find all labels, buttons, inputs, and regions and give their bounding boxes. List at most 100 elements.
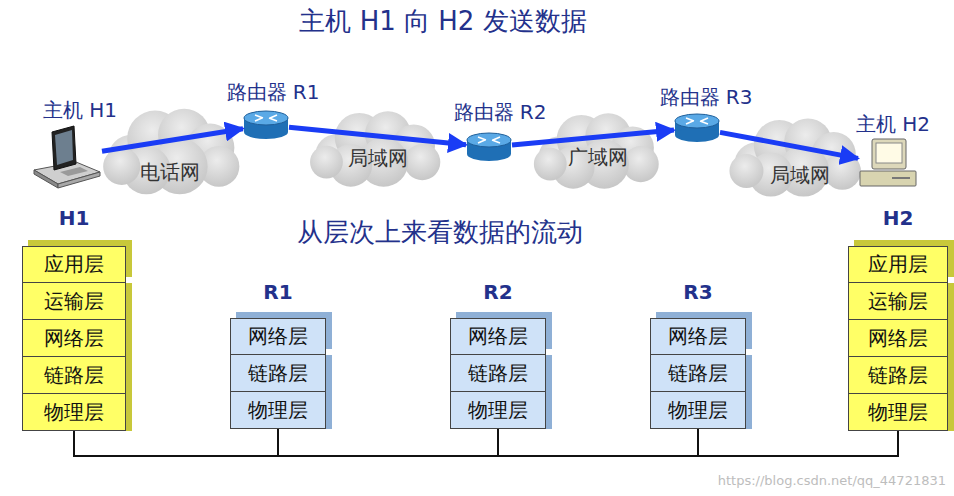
- layer-label: 链路层: [468, 360, 528, 387]
- layer-box: 链路层: [22, 357, 126, 394]
- router-top: [467, 133, 511, 147]
- cloud-puff: [729, 154, 763, 188]
- layer-box: 网络层: [230, 318, 326, 355]
- layer-box: 物理层: [848, 394, 948, 431]
- router-icon: 路由器 R3: [674, 113, 720, 143]
- protocol-stack: R1 网络层链路层物理层: [230, 278, 326, 429]
- layer-label: 链路层: [44, 362, 104, 389]
- protocol-stack: H2 应用层运输层网络层链路层物理层: [848, 204, 948, 431]
- computer-base: [860, 171, 916, 186]
- laptop-edge: [58, 172, 100, 188]
- layer-box: 运输层: [848, 283, 948, 320]
- layer-label: 网络层: [868, 325, 928, 352]
- network-cloud-shape: [100, 105, 245, 198]
- router-icon-shape: [466, 132, 512, 162]
- host-label: 主机 H2: [856, 112, 930, 136]
- protocol-stack: R3 网络层链路层物理层: [650, 278, 746, 429]
- layer-box: 链路层: [450, 355, 546, 392]
- router-arrows: [478, 137, 500, 143]
- layer-label: 网络层: [248, 323, 308, 350]
- host-laptop: 主机 H1: [30, 126, 102, 188]
- layer-box: 应用层: [22, 246, 126, 283]
- layer-label: 链路层: [868, 362, 928, 389]
- layer-box: 应用层: [848, 246, 948, 283]
- stack-label: R1: [230, 278, 326, 318]
- layer-box: 运输层: [22, 283, 126, 320]
- network-cloud: 局域网: [305, 108, 448, 190]
- diagram-title: 主机 H1 向 H2 发送数据: [299, 4, 586, 39]
- router-top: [675, 114, 719, 128]
- layer-box: 物理层: [230, 392, 326, 429]
- physical-link: [498, 429, 698, 456]
- layer-label: 链路层: [248, 360, 308, 387]
- network-cloud: 广域网: [530, 110, 665, 192]
- layer-box: 物理层: [450, 392, 546, 429]
- stack-label: R3: [650, 278, 746, 318]
- physical-link: [698, 429, 898, 456]
- router-label: 路由器 R3: [660, 85, 753, 109]
- layer-label: 物理层: [668, 397, 728, 424]
- physical-link: [278, 429, 498, 456]
- layer-label: 运输层: [44, 288, 104, 315]
- layer-label: 物理层: [44, 399, 104, 426]
- layer-label: 运输层: [868, 288, 928, 315]
- laptop-screen: [55, 130, 73, 165]
- layer-label: 链路层: [668, 360, 728, 387]
- protocol-stack: H1 应用层运输层网络层链路层物理层: [22, 204, 126, 431]
- host-laptop-shape: [30, 126, 102, 188]
- router-icon: 路由器 R2: [466, 132, 512, 162]
- network-cloud-shape: [725, 115, 868, 200]
- layer-label: 应用层: [44, 251, 104, 278]
- section-heading-wrap: 从层次上来看数据的流动: [0, 215, 880, 250]
- watermark-wrap: https://blog.csdn.net/qq_44721831: [600, 470, 946, 489]
- network-label: 广域网: [568, 145, 628, 169]
- layer-label: 网络层: [44, 325, 104, 352]
- stack-label: R2: [450, 278, 546, 318]
- laptop-screen-frame: [52, 126, 76, 170]
- network-cloud: 电话网: [100, 105, 245, 198]
- cloud-puff: [310, 146, 343, 179]
- host-label: 主机 H1: [43, 98, 117, 122]
- router-label: 路由器 R2: [454, 100, 547, 124]
- layer-label: 物理层: [248, 397, 308, 424]
- cloud-puff: [404, 144, 440, 180]
- laptop-keyboard: [60, 167, 88, 176]
- router-body: [244, 125, 288, 139]
- layer-box: 网络层: [22, 320, 126, 357]
- cloud-puff: [534, 148, 567, 181]
- laptop-edge: [34, 170, 58, 188]
- router-label: 路由器 R1: [227, 80, 320, 104]
- layer-box: 网络层: [650, 318, 746, 355]
- router-icon-shape: [674, 113, 720, 143]
- router-body: [467, 147, 511, 161]
- network-label: 电话网: [140, 160, 200, 184]
- layer-box: 物理层: [22, 394, 126, 431]
- monitor-screen: [876, 143, 902, 163]
- layer-box: 物理层: [650, 392, 746, 429]
- router-arrows: [686, 118, 708, 124]
- router-arrows: [255, 115, 277, 121]
- section-heading: 从层次上来看数据的流动: [297, 215, 583, 250]
- layer-label: 应用层: [868, 251, 928, 278]
- layer-box: 链路层: [230, 355, 326, 392]
- layer-label: 物理层: [868, 399, 928, 426]
- router-top: [244, 111, 288, 125]
- stack-label: H1: [22, 204, 126, 246]
- layer-box: 链路层: [650, 355, 746, 392]
- monitor: [872, 139, 906, 169]
- drive-slot: [892, 177, 910, 179]
- network-cloud: 局域网: [725, 115, 868, 200]
- watermark: https://blog.csdn.net/qq_44721831: [718, 473, 946, 488]
- network-label: 局域网: [348, 146, 408, 170]
- router-icon-shape: [243, 110, 289, 140]
- layer-label: 网络层: [668, 323, 728, 350]
- layer-label: 网络层: [468, 323, 528, 350]
- router-body: [675, 128, 719, 142]
- network-label: 局域网: [770, 163, 830, 187]
- router-icon: 路由器 R1: [243, 110, 289, 140]
- layer-box: 网络层: [848, 320, 948, 357]
- stack-label: H2: [848, 204, 948, 246]
- layer-box: 网络层: [450, 318, 546, 355]
- host-computer: 主机 H2: [858, 138, 918, 190]
